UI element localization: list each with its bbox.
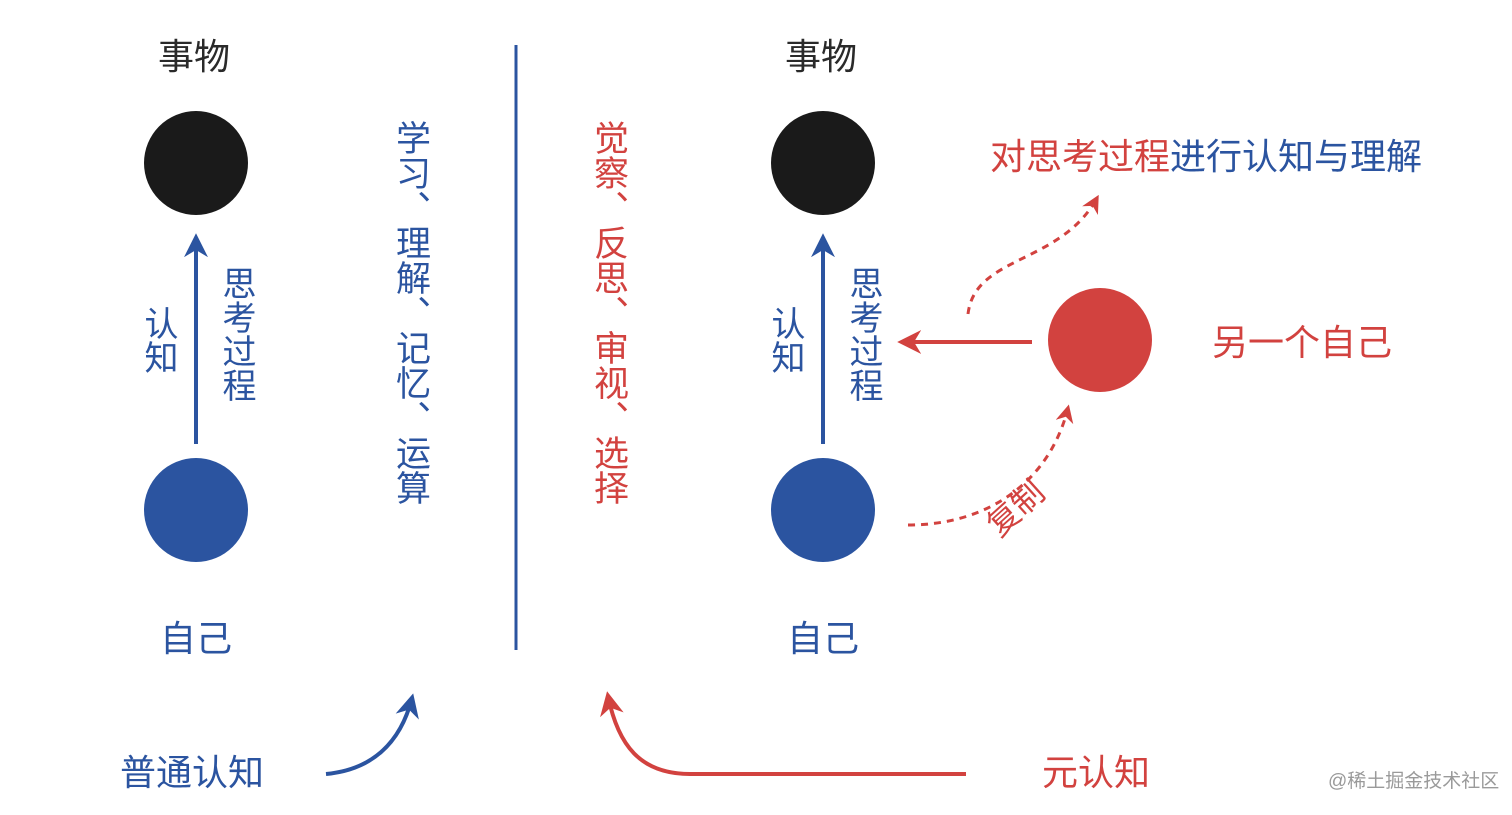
understanding-text-part2: 进行认知与理解	[1170, 137, 1423, 178]
left-thinking-process-label: 思考过程	[216, 266, 256, 402]
metacognition-activities: 觉察、反思、审视、选择	[588, 120, 628, 505]
right-self-label: 自己	[787, 619, 860, 660]
understanding-text-part1: 对思考过程	[990, 137, 1171, 178]
ordinary-cognition-activities: 学习、理解、记忆、运算	[390, 120, 430, 505]
understanding-thinking-text: 对思考过程进行认知与理解	[990, 140, 1422, 176]
right-object-label: 事物	[785, 37, 858, 78]
right-self-circle	[771, 458, 875, 562]
right-caption-arrow	[600, 691, 966, 776]
right-object-circle	[771, 111, 875, 215]
left-self-label: 自己	[160, 619, 233, 660]
right-thinking-process-label: 思考过程	[843, 266, 883, 402]
left-object-circle	[144, 111, 248, 215]
ordinary-cognition-caption: 普通认知	[120, 753, 265, 794]
copy-dashed-arrow	[907, 404, 1074, 527]
right-cognition-label: 认知	[765, 306, 805, 374]
left-caption-arrow	[325, 693, 419, 776]
left-cognition-label: 认知	[138, 306, 178, 374]
other-self-label: 另一个自己	[1212, 323, 1393, 364]
understanding-dashed-arrow	[966, 194, 1099, 315]
metacognition-caption: 元认知	[1042, 753, 1151, 794]
watermark: @稀土掘金技术社区	[1328, 771, 1500, 792]
left-self-circle	[144, 458, 248, 562]
left-object-label: 事物	[158, 37, 231, 78]
other-self-circle	[1048, 288, 1152, 392]
